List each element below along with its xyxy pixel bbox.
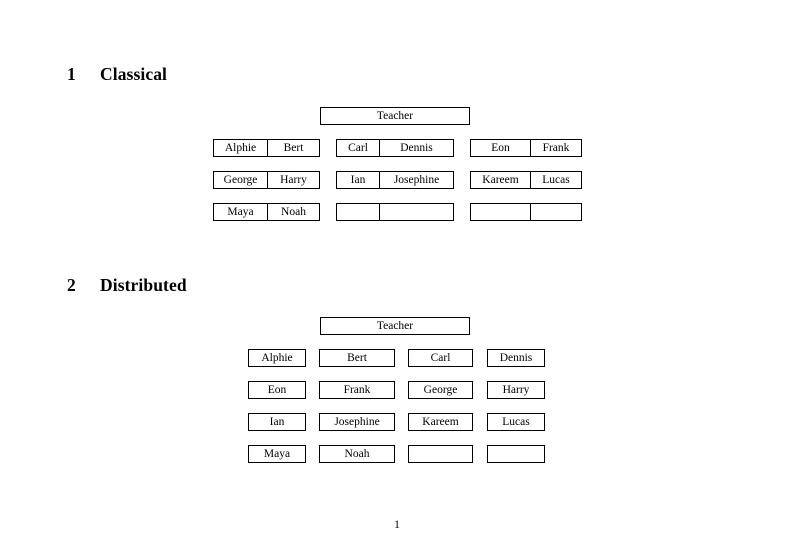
student-box: Maya: [248, 445, 306, 463]
student-cell: Alphie: [224, 142, 257, 154]
section-heading-distributed: 2 Distributed: [67, 275, 367, 297]
section-title: Distributed: [100, 275, 187, 295]
student-box: Lucas: [487, 413, 545, 431]
student-cell: [379, 204, 453, 220]
section-number: 2: [67, 275, 76, 295]
student-box: Eon: [248, 381, 306, 399]
student-box: Noah: [319, 445, 395, 463]
classical-group-right-row-1: Eon Frank: [470, 139, 582, 157]
student-box: Carl: [408, 349, 473, 367]
student-box: [408, 445, 473, 463]
student-cell: Kareem: [482, 174, 519, 186]
classical-group-middle-row-1: Carl Dennis: [336, 139, 454, 157]
distributed-teacher-box: Teacher: [320, 317, 470, 335]
student-box: Harry: [487, 381, 545, 399]
classical-group-left-row-3: Maya Noah: [213, 203, 320, 221]
student-cell: Josephine: [379, 172, 453, 188]
section-heading-classical: 1 Classical: [67, 64, 367, 86]
classical-group-middle-row-3: [336, 203, 454, 221]
student-box: Dennis: [487, 349, 545, 367]
student-box: Ian: [248, 413, 306, 431]
student-cell: Lucas: [530, 172, 581, 188]
classical-group-right-row-3: [470, 203, 582, 221]
classical-teacher-box: Teacher: [320, 107, 470, 125]
student-box: [487, 445, 545, 463]
student-cell: Noah: [267, 204, 319, 220]
page-number: 1: [394, 519, 400, 531]
student-box: Kareem: [408, 413, 473, 431]
classical-group-right-row-2: Kareem Lucas: [470, 171, 582, 189]
student-box: Alphie: [248, 349, 306, 367]
student-box: Frank: [319, 381, 395, 399]
student-cell: [530, 204, 581, 220]
student-cell: Carl: [348, 142, 368, 154]
student-box: Josephine: [319, 413, 395, 431]
student-cell: Ian: [350, 174, 366, 186]
student-cell: [337, 204, 379, 220]
student-cell: Dennis: [379, 140, 453, 156]
classical-group-left-row-2: George Harry: [213, 171, 320, 189]
student-box: Bert: [319, 349, 395, 367]
classical-group-middle-row-2: Ian Josephine: [336, 171, 454, 189]
student-box: George: [408, 381, 473, 399]
student-cell: [471, 204, 530, 220]
student-cell: George: [223, 174, 258, 186]
classical-group-left-row-1: Alphie Bert: [213, 139, 320, 157]
student-cell: Bert: [267, 140, 319, 156]
student-cell: Frank: [530, 140, 581, 156]
section-number: 1: [67, 64, 76, 84]
student-cell: Maya: [227, 206, 254, 218]
student-cell: Eon: [491, 142, 510, 154]
section-title: Classical: [100, 64, 168, 84]
student-cell: Harry: [267, 172, 319, 188]
